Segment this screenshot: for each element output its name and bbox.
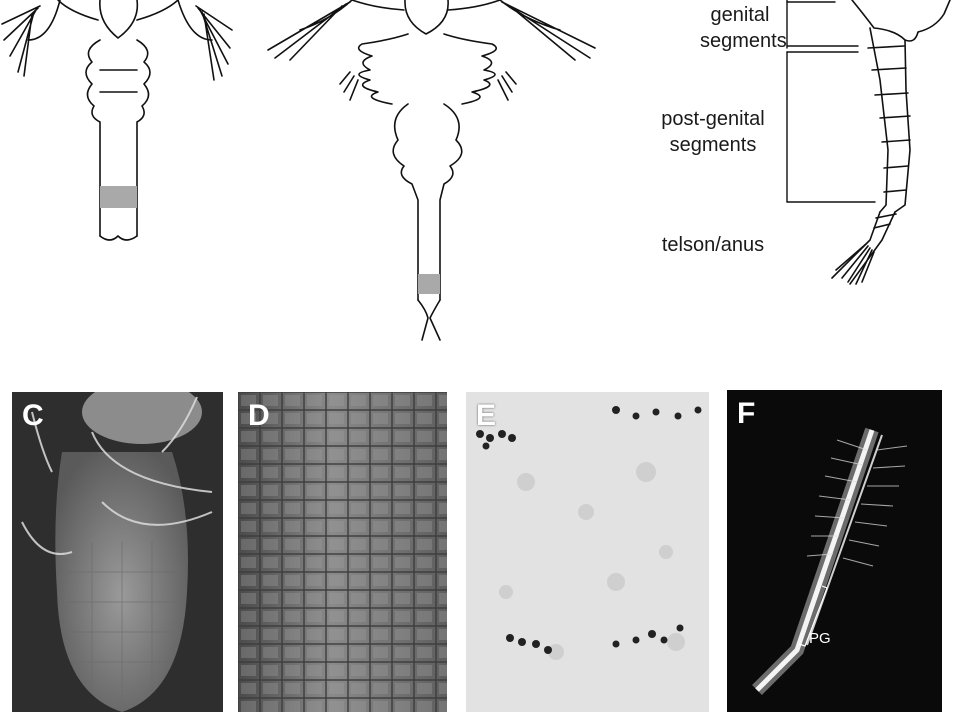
segment-brackets xyxy=(786,0,876,203)
larva-drawing-early xyxy=(1,0,233,241)
larva-drawing-late xyxy=(267,0,596,341)
panel-letter: D xyxy=(248,399,270,432)
panel-d-sem-image: D xyxy=(238,392,447,712)
line-drawings xyxy=(1,0,951,341)
panel-e-stain-image: E xyxy=(466,392,709,712)
larva-drawing-lateral xyxy=(831,0,951,285)
panel-letter: C xyxy=(22,399,44,432)
panel-f-darkfield-image: F PG xyxy=(727,390,942,712)
label-post-genital-segments: post-genital segments xyxy=(661,108,765,156)
highlight-band xyxy=(100,186,137,208)
annotation-pg: PG xyxy=(809,630,831,647)
label-telson-anus: telson/anus xyxy=(661,234,765,256)
label-genital-segments: genital segments xyxy=(700,4,787,52)
panel-letter: F xyxy=(737,397,756,430)
panel-letter: E xyxy=(476,399,497,432)
panel-c-sem-image: C xyxy=(12,392,223,712)
highlight-band xyxy=(418,274,440,294)
